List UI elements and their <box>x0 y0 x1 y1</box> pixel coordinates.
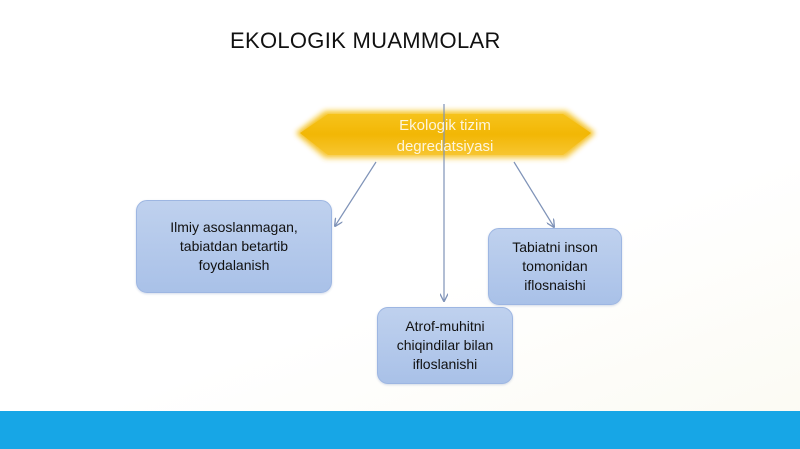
footer-bar <box>0 411 800 449</box>
node-left-line3: foydalanish <box>198 257 270 273</box>
node-left-line2: tabiatdan betartib <box>179 238 289 254</box>
arrow-to-left-node <box>335 161 377 226</box>
node-waste-pollution: Atrof-muhitni chiqindilar bilan ifloslan… <box>377 307 513 384</box>
node-right-line2: tomonidan <box>522 258 588 274</box>
central-node-label: Ekologik tizim degredatsiyasi <box>360 115 530 157</box>
node-bottom-line3: ifloslanishi <box>412 356 478 372</box>
node-right-line1: Tabiatni inson <box>512 239 598 255</box>
node-unscientific-use: Ilmiy asoslanmagan, tabiatdan betartib f… <box>136 200 332 293</box>
central-node-line2: degredatsiyasi <box>396 138 494 155</box>
node-human-pollution: Tabiatni inson tomonidan iflosnaishi <box>488 228 622 305</box>
arrow-to-right-node <box>513 161 554 227</box>
node-bottom-line1: Atrof-muhitni <box>405 318 485 334</box>
central-node-shape <box>296 111 595 158</box>
central-node-line1: Ekologik tizim <box>399 117 491 134</box>
node-right-line3: iflosnaishi <box>524 277 586 293</box>
node-bottom-line2: chiqindilar bilan <box>396 337 494 353</box>
node-left-line1: Ilmiy asoslanmagan, <box>170 219 298 235</box>
slide-title: EKOLOGIK MUAMMOLAR <box>230 28 501 53</box>
